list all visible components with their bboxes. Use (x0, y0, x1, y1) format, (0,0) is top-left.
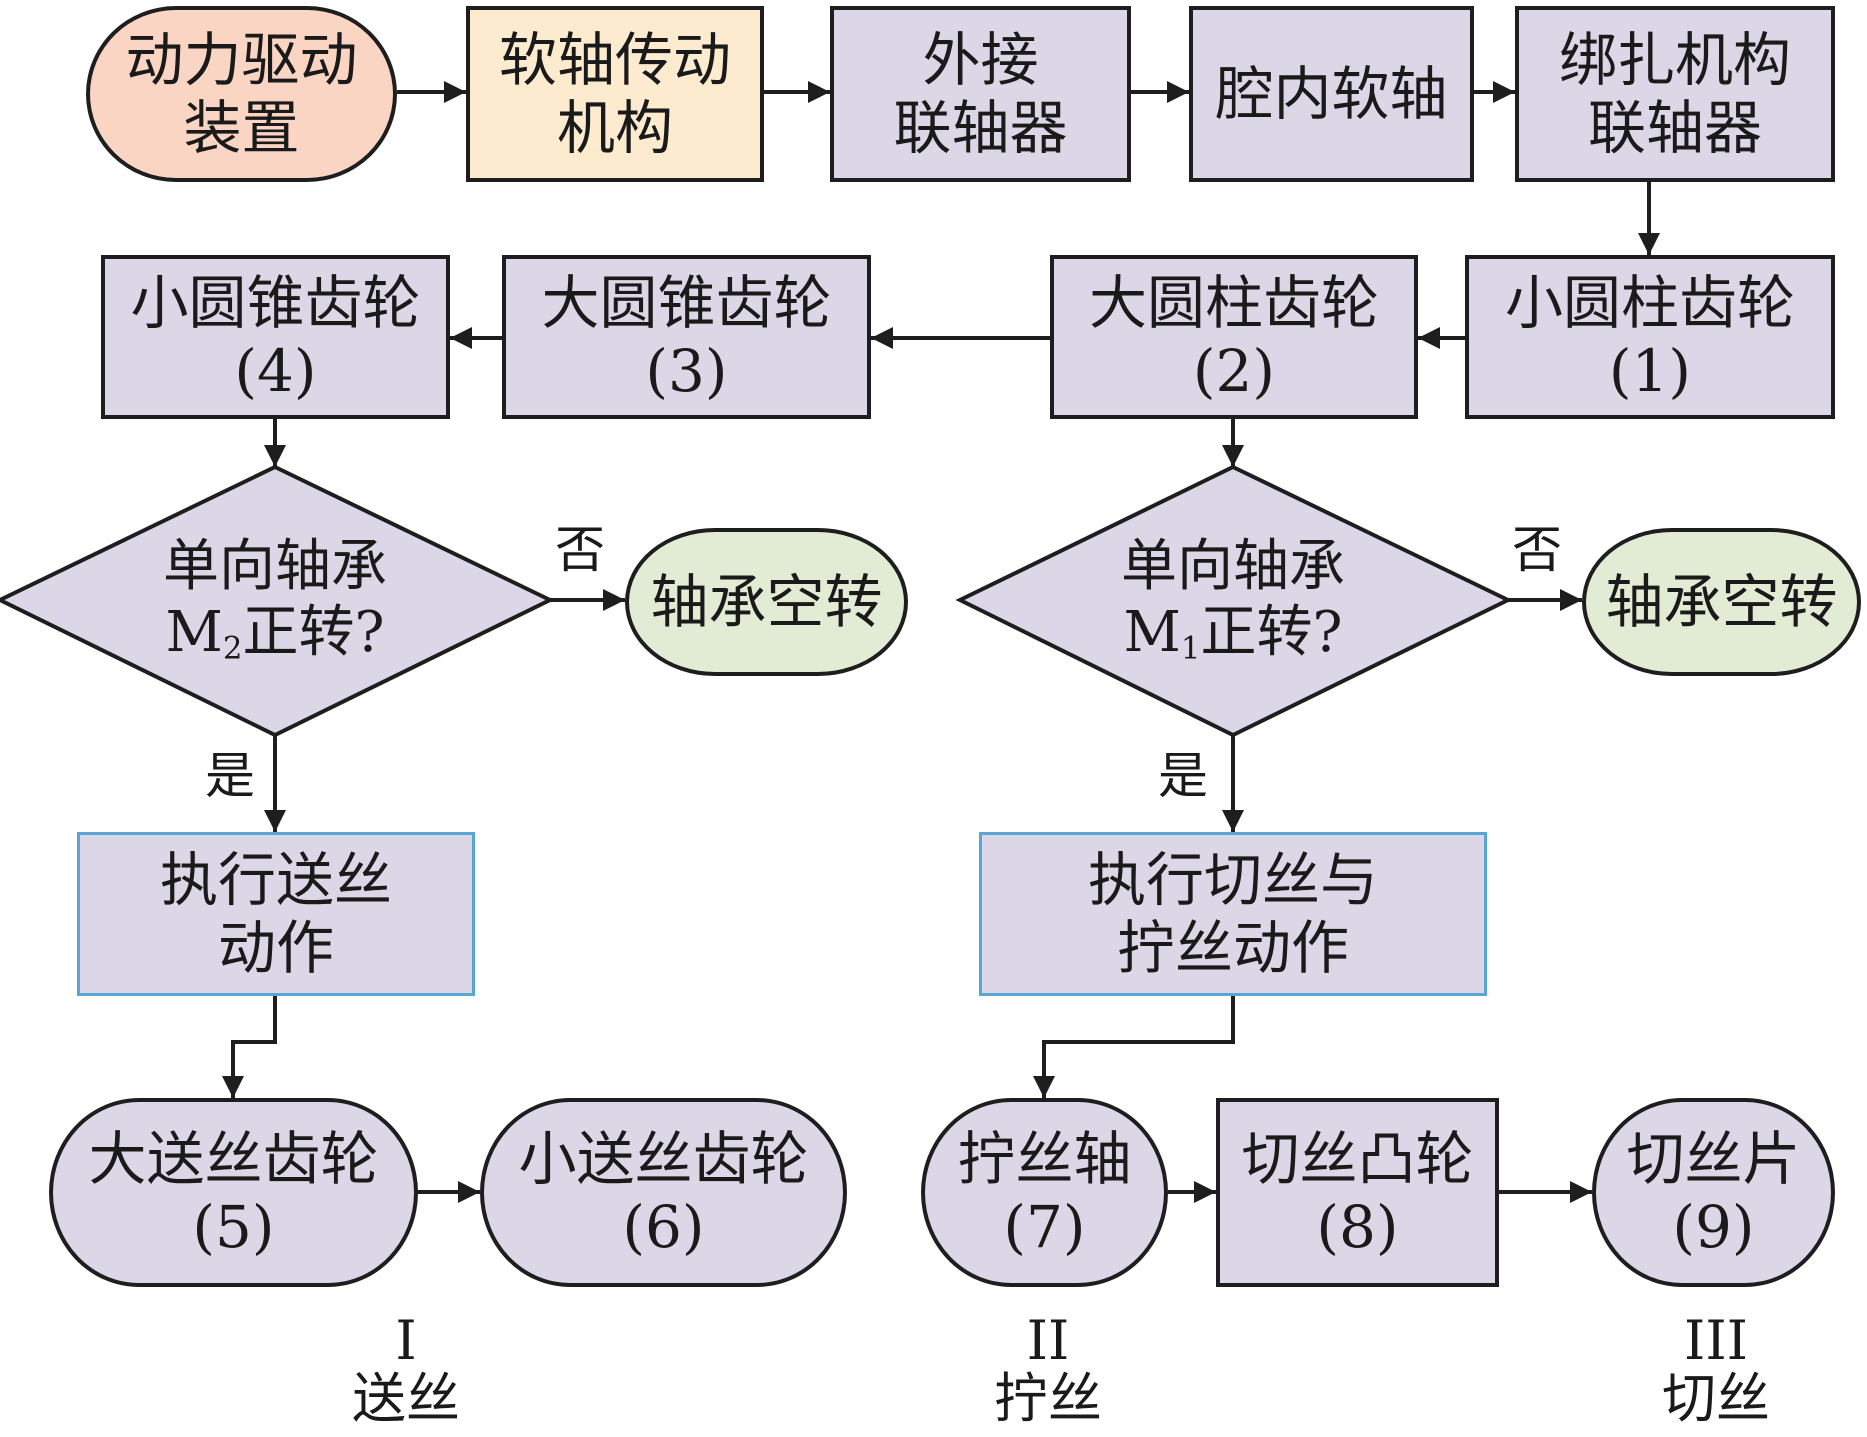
node-text: 大圆锥齿轮 (541, 269, 832, 337)
node-text: 动作 (217, 914, 334, 982)
node-text: 联轴器 (893, 94, 1068, 162)
node-text: 大圆柱齿轮 (1088, 269, 1379, 337)
node-number: (3) (645, 337, 728, 405)
node-text: 联轴器 (1587, 94, 1762, 162)
node-number: (7) (1003, 1192, 1086, 1261)
node-text: 装置 (183, 94, 300, 162)
stage-label: 送丝 (352, 1367, 460, 1430)
node-text: 切丝凸轮 (1241, 1124, 1474, 1193)
flexible-shaft-transmission: 软轴传动 机构 (466, 6, 764, 182)
large-bevel-gear-3: 大圆锥齿轮 (3) (502, 255, 871, 419)
stage-label: 切丝 (1662, 1367, 1770, 1430)
stage-feed: I 送丝 (326, 1312, 486, 1428)
stage-label: 拧丝 (994, 1367, 1102, 1430)
yes-label-m2: 是 (205, 747, 255, 805)
node-text: 拧丝轴 (957, 1124, 1132, 1193)
small-feed-gear-6: 小送丝齿轮 (6) (480, 1098, 847, 1287)
node-text: 轴承空转 (650, 568, 883, 636)
node-text: 软轴传动 (498, 26, 731, 94)
stage-twist: II 拧丝 (968, 1312, 1128, 1428)
node-text: 绑扎机构 (1558, 26, 1791, 94)
decision-diamond-m2 (0, 464, 555, 738)
stage-roman: I (395, 1309, 417, 1372)
decision-line: 单向轴承 (1121, 534, 1345, 599)
binding-mechanism-coupling: 绑扎机构 联轴器 (1515, 6, 1835, 182)
node-text: 轴承空转 (1605, 568, 1838, 636)
node-number: (8) (1316, 1192, 1399, 1261)
no-label-m2: 否 (555, 521, 605, 579)
node-text: 小圆锥齿轮 (130, 269, 421, 337)
node-text: 小送丝齿轮 (518, 1124, 809, 1193)
node-number: (1) (1608, 337, 1692, 405)
node-text: 大送丝齿轮 (88, 1124, 379, 1193)
decision-line: 单向轴承 (163, 534, 387, 599)
large-spur-gear-2: 大圆柱齿轮 (2) (1050, 255, 1418, 419)
cutting-cam-8: 切丝凸轮 (8) (1216, 1098, 1499, 1287)
node-text: 切丝片 (1626, 1124, 1801, 1193)
decision-question: 正转? (242, 600, 385, 665)
node-text: 机构 (556, 94, 673, 162)
decision-m1-text: 单向轴承 M1正转? (1033, 534, 1433, 682)
decision-m2-text: 单向轴承 M2正转? (75, 534, 475, 682)
no-label-m1: 否 (1512, 521, 1562, 579)
bearing-subscript: 1 (1180, 630, 1201, 667)
decision-question: 正转? (1200, 600, 1343, 665)
node-text: 外接 (922, 26, 1039, 94)
arrow-feed-action-to-gear5 (222, 996, 277, 1098)
node-number: (4) (234, 337, 317, 405)
twist-shaft-7: 拧丝轴 (7) (921, 1098, 1168, 1287)
arrow-twist-action-to-shaft7 (1033, 996, 1235, 1098)
stage-roman: III (1684, 1309, 1748, 1372)
node-text: 小圆柱齿轮 (1504, 269, 1795, 337)
node-number: (9) (1672, 1192, 1755, 1261)
small-spur-gear-1: 小圆柱齿轮 (1) (1465, 255, 1835, 419)
stage-roman: II (1026, 1309, 1070, 1372)
large-feed-gear-5: 大送丝齿轮 (5) (49, 1098, 418, 1287)
bearing-symbol: M (165, 600, 223, 665)
bearing-symbol: M (1123, 600, 1181, 665)
cut-and-twist-action: 执行切丝与 拧丝动作 (979, 832, 1487, 996)
bearing-idle-right: 轴承空转 (1582, 528, 1861, 676)
decision-line: M2正转? (75, 600, 475, 682)
cutting-blade-9: 切丝片 (9) (1592, 1098, 1835, 1287)
node-number: (2) (1192, 337, 1276, 405)
small-bevel-gear-4: 小圆锥齿轮 (4) (101, 255, 450, 419)
bearing-idle-left: 轴承空转 (625, 528, 908, 676)
node-text: 动力驱动 (125, 26, 358, 94)
external-coupling: 外接 联轴器 (830, 6, 1131, 182)
decision-line: M1正转? (1033, 600, 1433, 682)
stage-cut: III 切丝 (1636, 1312, 1796, 1428)
node-number: (6) (622, 1192, 705, 1261)
node-number: (5) (192, 1192, 275, 1261)
node-text: 腔内软轴 (1215, 60, 1448, 128)
node-text: 拧丝动作 (1116, 914, 1349, 982)
node-text: 执行切丝与 (1087, 846, 1378, 914)
bearing-subscript: 2 (222, 630, 243, 667)
intracavity-flexible-shaft: 腔内软轴 (1189, 6, 1474, 182)
decision-diamond-m1 (955, 464, 1513, 738)
yes-label-m1: 是 (1158, 747, 1208, 805)
node-text: 执行送丝 (159, 846, 392, 914)
power-drive-device: 动力驱动 装置 (86, 6, 397, 182)
feed-wire-action: 执行送丝 动作 (77, 832, 475, 996)
